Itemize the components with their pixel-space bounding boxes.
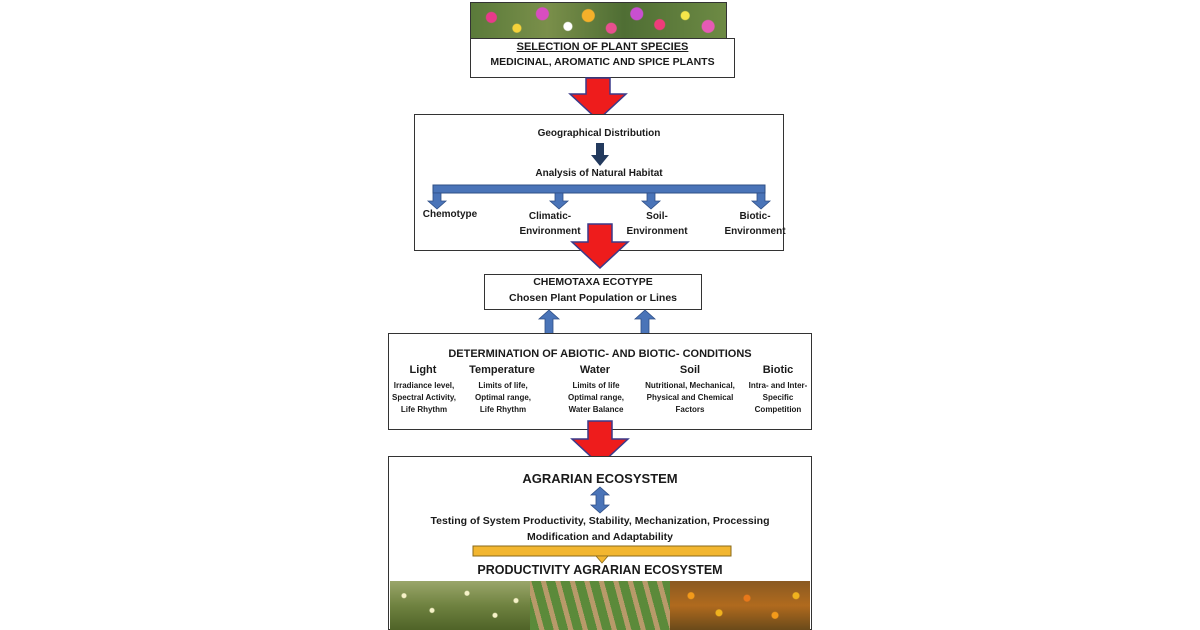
- col-light-head: Light: [409, 364, 437, 376]
- field-photo-calendula: [670, 581, 810, 630]
- red-arrow-2: [570, 223, 630, 270]
- geo-distribution-label: Geographical Distribution: [537, 128, 661, 139]
- col-temperature-details: Limits of life,Optimal range,Life Rhythm: [474, 381, 531, 414]
- col-temperature-head: Temperature: [469, 364, 535, 376]
- branch-soil: Soil-Environment: [626, 211, 688, 237]
- field-photo-rows: [530, 581, 670, 630]
- col-light-details: Irradiance level,Spectral Activity,Life …: [391, 381, 457, 414]
- testing-line-1: Testing of System Productivity, Stabilit…: [430, 515, 770, 527]
- col-water-head: Water: [579, 364, 611, 376]
- orange-bar: [472, 545, 732, 564]
- agrarian-double-arrow: [589, 486, 611, 514]
- productivity-title: PRODUCTIVITY AGRARIAN ECOSYSTEM: [477, 563, 723, 577]
- dark-down-arrow: [591, 143, 609, 166]
- chemotaxa-box: [484, 274, 702, 310]
- selection-title: SELECTION OF PLANT SPECIES: [516, 41, 689, 53]
- chemotaxa-title: CHEMOTAXA ECOTYPE: [533, 276, 653, 288]
- branch-chemotype: Chemotype: [422, 209, 478, 220]
- agrarian-title: AGRARIAN ECOSYSTEM: [522, 471, 678, 486]
- red-arrow-1: [568, 77, 628, 122]
- branch-biotic: Biotic-Environment: [724, 211, 786, 237]
- selection-box: [470, 38, 735, 78]
- testing-line-2: Modification and Adaptability: [526, 531, 674, 543]
- field-photo-chamomile: [390, 581, 530, 630]
- red-arrow-3: [570, 420, 630, 467]
- selection-subtitle: MEDICINAL, AROMATIC AND SPICE PLANTS: [490, 56, 715, 68]
- flowers-photo: [470, 2, 727, 40]
- branch-climatic: Climatic-Environment: [519, 211, 581, 237]
- conditions-title: DETERMINATION OF ABIOTIC- AND BIOTIC- CO…: [448, 348, 752, 360]
- col-biotic-head: Biotic: [762, 364, 794, 376]
- branch-bar: [426, 184, 772, 210]
- habitat-analysis-label: Analysis of Natural Habitat: [535, 168, 663, 179]
- chemotaxa-subtitle: Chosen Plant Population or Lines: [508, 292, 677, 304]
- col-soil-head: Soil: [679, 364, 701, 376]
- col-soil-details: Nutritional, Mechanical,Physical and Che…: [645, 381, 735, 414]
